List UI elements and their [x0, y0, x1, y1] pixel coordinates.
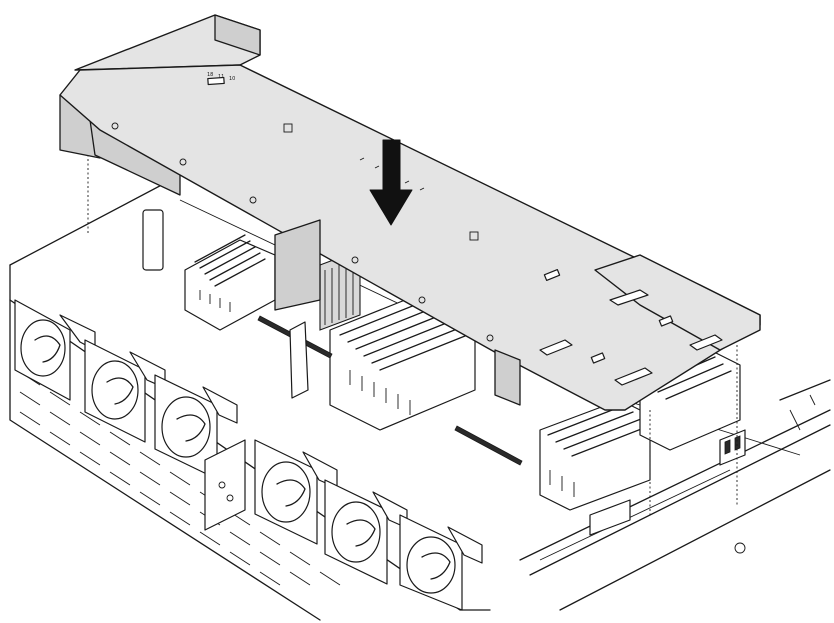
fan-icon [399, 514, 483, 611]
baffle-label-11: 11 [218, 74, 224, 80]
dimm-slot-icon [547, 404, 650, 497]
alignment-guides [87, 150, 738, 515]
baffle-slots [207, 76, 723, 386]
fan-icon [324, 479, 408, 585]
baffle-screw-marks [111, 122, 494, 342]
baffle-label-10: 10 [229, 76, 235, 82]
down-arrow-icon [369, 139, 413, 226]
fan-icon [84, 339, 166, 443]
server-chassis [9, 169, 831, 621]
dimm-slot-group-left [142, 209, 276, 331]
baffle-label-18: 18 [207, 72, 213, 78]
fan-icon [254, 439, 338, 545]
fan-row [14, 299, 483, 611]
air-baffle: 18 11 10 [59, 14, 761, 411]
dimm-slot-icon [194, 234, 266, 312]
dimm-slot-icon [339, 294, 476, 415]
connector-strips [257, 315, 746, 536]
